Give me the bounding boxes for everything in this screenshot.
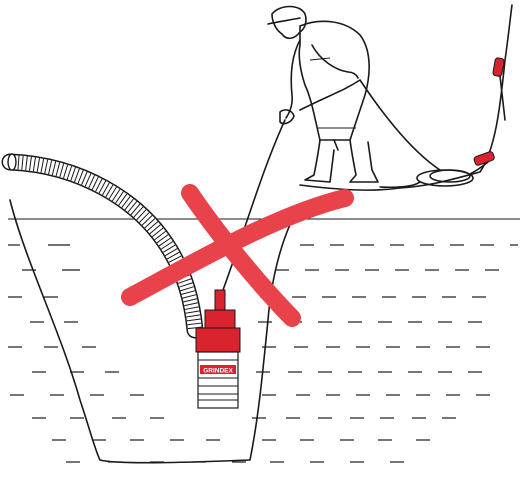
pump-cable [223,80,440,290]
submersible-pump-icon: GRINDEX [196,290,240,408]
worker-figure-icon [268,7,378,183]
pump-brand-label: GRINDEX [203,368,233,375]
warning-cross-icon [130,193,345,318]
cable-connector-icon [473,57,505,166]
discharge-hose-icon [8,154,195,330]
